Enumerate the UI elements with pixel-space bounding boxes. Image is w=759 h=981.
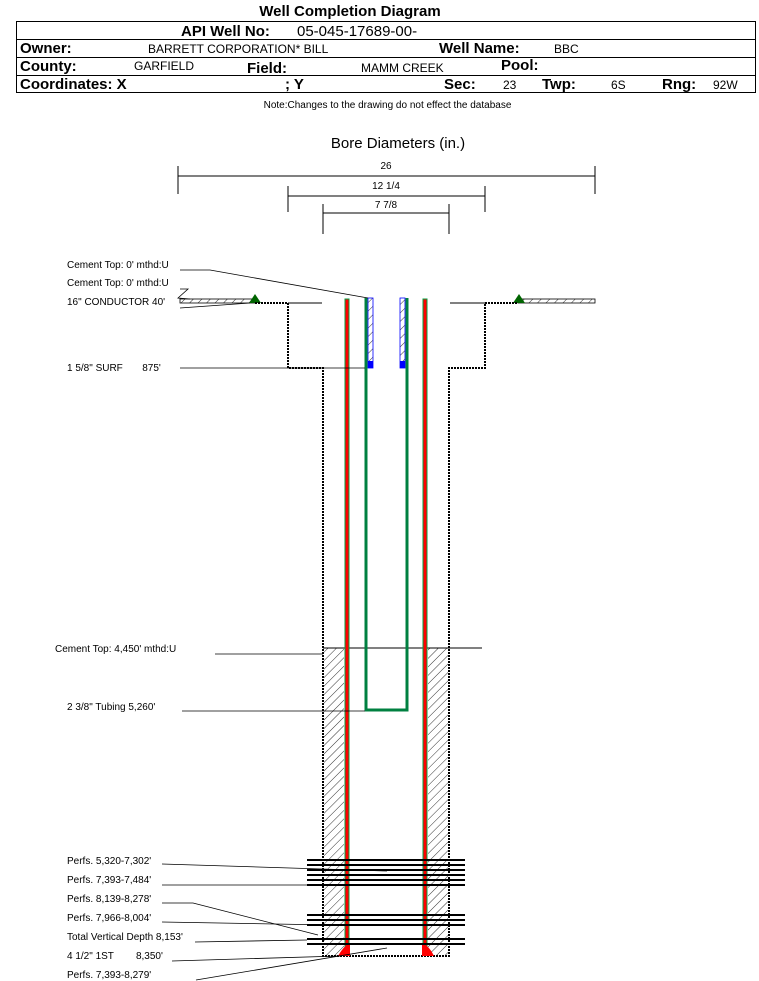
production-casing-left bbox=[344, 298, 350, 952]
sec-value: 23 bbox=[503, 78, 517, 92]
county-value: GARFIELD bbox=[134, 59, 195, 73]
ground-marker-icon bbox=[513, 294, 525, 303]
surface-left bbox=[179, 298, 256, 304]
cement-right bbox=[428, 648, 448, 955]
label-cement-top-2: Cement Top: 0' mthd:U bbox=[67, 278, 169, 289]
diagram-title: Well Completion Diagram bbox=[259, 3, 441, 20]
bore-7-7-8: 7 7/8 bbox=[375, 200, 398, 211]
county-label: County: bbox=[20, 58, 77, 75]
sec-label: Sec: bbox=[444, 76, 476, 93]
well-name-label: Well Name: bbox=[439, 40, 520, 57]
label-surface-casing: 1 5/8" SURF 875' bbox=[67, 363, 161, 374]
owner-label: Owner: bbox=[20, 40, 72, 57]
bore-dimension-lines bbox=[177, 166, 596, 234]
coord-y-label: ; Y bbox=[285, 76, 304, 93]
well-name-value: BBC bbox=[554, 42, 579, 56]
api-value: 05-045-17689-00- bbox=[297, 23, 418, 40]
label-perfs-5: Perfs. 7,393-8,279' bbox=[67, 970, 151, 981]
surface-cement-left bbox=[367, 297, 374, 369]
disclaimer-note: Note:Changes to the drawing do not effec… bbox=[263, 100, 512, 111]
surface-plug-right bbox=[400, 361, 405, 368]
casing-shoe-right bbox=[422, 944, 434, 956]
surface-right bbox=[517, 298, 596, 304]
surface-cement-right bbox=[399, 297, 406, 369]
owner-value: BARRETT CORPORATION* BILL bbox=[148, 42, 329, 56]
production-casing-right bbox=[422, 298, 428, 952]
surface-plug-left bbox=[368, 361, 373, 368]
twp-label: Twp: bbox=[542, 76, 576, 93]
ground-marker-icon bbox=[249, 294, 261, 303]
twp-value: 6S bbox=[611, 78, 626, 92]
leader-lines bbox=[161, 269, 388, 981]
label-perfs-4: Perfs. 7,966-8,004' bbox=[67, 913, 151, 924]
label-conductor: 16" CONDUCTOR 40' bbox=[67, 297, 165, 308]
coord-x-label: Coordinates: X bbox=[20, 76, 127, 93]
label-perfs-1: Perfs. 5,320-7,302' bbox=[67, 856, 151, 867]
label-perfs-2: Perfs. 7,393-7,484' bbox=[67, 875, 151, 886]
label-cement-top-1: Cement Top: 0' mthd:U bbox=[67, 260, 169, 271]
label-tubing: 2 3/8" Tubing 5,260' bbox=[67, 702, 155, 713]
perforation-bands bbox=[307, 859, 465, 945]
field-value: MAMM CREEK bbox=[361, 61, 444, 75]
cement-left bbox=[324, 648, 344, 955]
rng-label: Rng: bbox=[662, 76, 697, 93]
rng-value: 92W bbox=[713, 78, 738, 92]
bore-26: 26 bbox=[380, 161, 392, 172]
api-label: API Well No: bbox=[181, 23, 270, 40]
label-production-casing: 4 1/2" 1ST 8,350' bbox=[67, 951, 163, 962]
tubing bbox=[364, 298, 409, 712]
casing-shoe-left bbox=[338, 944, 350, 956]
label-total-depth: Total Vertical Depth 8,153' bbox=[67, 932, 183, 943]
bore-diameters-title: Bore Diameters (in.) bbox=[331, 135, 465, 152]
bore-12-1-4: 12 1/4 bbox=[372, 181, 400, 192]
well-header-table: API Well No: 05-045-17689-00- Owner: BAR… bbox=[16, 21, 756, 93]
borehole-outline bbox=[255, 302, 518, 957]
field-label: Field: bbox=[247, 60, 287, 77]
pool-label: Pool: bbox=[501, 57, 539, 74]
label-perfs-3: Perfs. 8,139-8,278' bbox=[67, 894, 151, 905]
label-cement-top-3: Cement Top: 4,450' mthd:U bbox=[55, 644, 176, 655]
